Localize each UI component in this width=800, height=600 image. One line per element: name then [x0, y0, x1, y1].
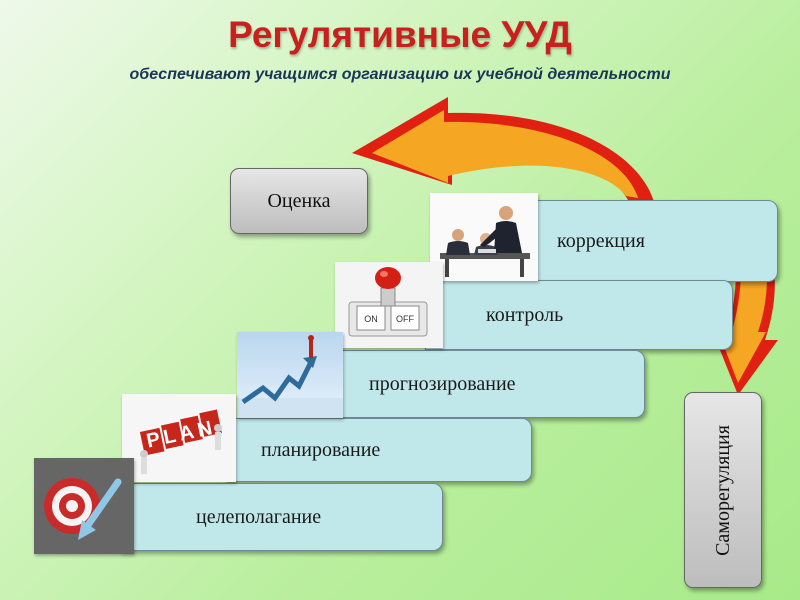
- page-title: Регулятивные УУД: [228, 14, 572, 55]
- step-forecasting: прогнозирование: [330, 350, 645, 418]
- self-regulation-box: Саморегуляция: [684, 392, 762, 588]
- step-label: контроль: [486, 303, 564, 326]
- on-text: ON: [364, 314, 378, 324]
- step-label: планирование: [261, 438, 381, 461]
- step-correction: коррекция: [520, 200, 778, 282]
- growth-chart-icon: [237, 332, 343, 418]
- step-planning: планирование: [224, 418, 532, 482]
- step-label: прогнозирование: [369, 372, 516, 395]
- step-label: коррекция: [557, 229, 645, 252]
- business-meeting-icon: [430, 193, 538, 281]
- self-regulation-label: Саморегуляция: [711, 424, 734, 556]
- step-goal-setting: целеполагание: [120, 483, 443, 551]
- evaluation-label: Оценка: [267, 189, 331, 212]
- step-control: контроль: [425, 280, 733, 350]
- target-icon: [34, 458, 134, 554]
- on-off-switch-icon: ON OFF: [335, 262, 443, 348]
- evaluation-box: Оценка: [230, 168, 368, 234]
- off-text: OFF: [396, 314, 414, 324]
- step-label: целеполагание: [196, 505, 322, 528]
- plan-icon: PLAN: [122, 394, 236, 482]
- page-subtitle: обеспечивают учащимся организацию их уче…: [129, 66, 671, 83]
